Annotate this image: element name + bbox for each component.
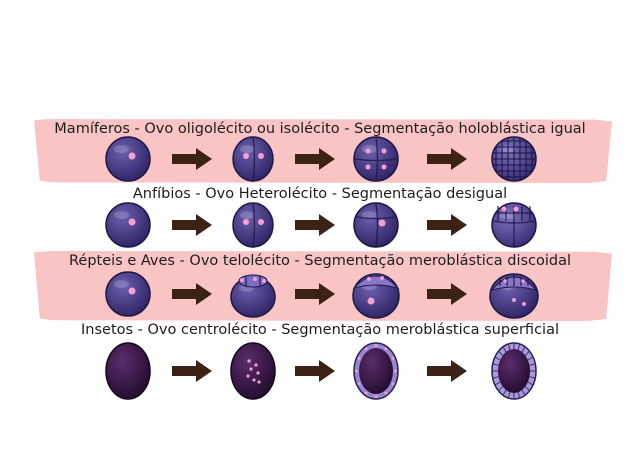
stage-3-1-egg xyxy=(105,271,151,317)
stage-2-4-unequal-blastula xyxy=(491,202,537,248)
stage-2-1-egg xyxy=(105,202,151,248)
arrow-row1-2 xyxy=(295,148,335,170)
row-title-insects: Insetos - Ovo centrolécito - Segmentação… xyxy=(81,322,559,338)
stage-1-2-two-cell xyxy=(232,136,274,182)
stage-3-3-disc-expanded xyxy=(352,273,400,319)
stage-2-2-two-cell xyxy=(232,202,274,248)
stage-4-1-insect-egg xyxy=(105,342,151,400)
row-title-reptiles-birds: Répteis e Aves - Ovo telolécito - Segmen… xyxy=(68,253,572,269)
arrow-row2-1 xyxy=(172,214,212,236)
stage-1-4-morula xyxy=(491,136,537,182)
stage-3-4-disc-blastoderm xyxy=(489,273,539,319)
stage-2-3-four-cell-unequal xyxy=(353,202,399,248)
arrow-row3-2 xyxy=(295,283,335,305)
stage-4-4-insect-blastoderm xyxy=(491,342,537,400)
stage-1-3-four-cell xyxy=(353,136,399,182)
arrow-row4-3 xyxy=(427,360,467,382)
row-title-mammals: Mamíferos - Ovo oligolécito ou isolécito… xyxy=(54,121,586,137)
arrow-row1-1 xyxy=(172,148,212,170)
arrow-row4-1 xyxy=(172,360,212,382)
arrow-row1-3 xyxy=(427,148,467,170)
arrow-row4-2 xyxy=(295,360,335,382)
stage-4-3-insect-periphery xyxy=(353,342,399,400)
row-title-amphibians: Anfíbios - Ovo Heterolécito - Segmentaçã… xyxy=(132,186,508,202)
arrow-row2-3 xyxy=(427,214,467,236)
stage-1-1-egg xyxy=(105,136,151,182)
arrow-row3-3 xyxy=(427,283,467,305)
stage-4-2-insect-nuclei xyxy=(230,342,276,400)
arrow-row3-1 xyxy=(172,283,212,305)
stage-3-2-disc-cleavage xyxy=(230,274,276,318)
arrow-row2-2 xyxy=(295,214,335,236)
